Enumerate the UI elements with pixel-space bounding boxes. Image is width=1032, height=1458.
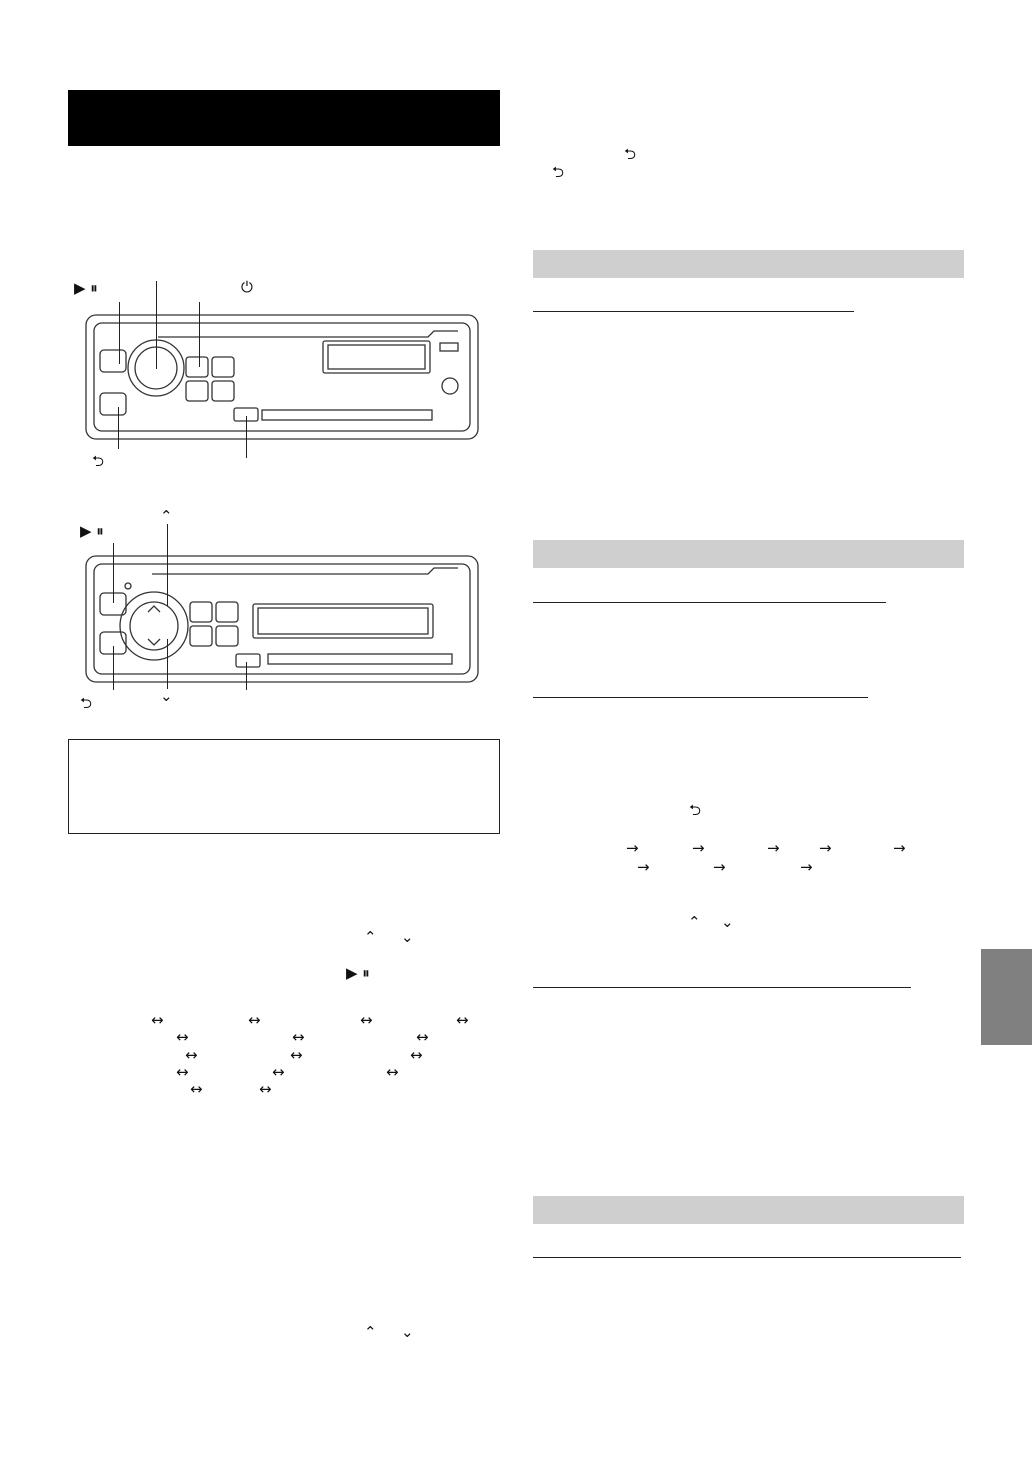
section-header-bar-1 xyxy=(533,250,964,278)
back-icon: ⮌ xyxy=(552,163,565,181)
up-chevron-icon: ⌃ xyxy=(364,928,377,946)
subheading-underline-3 xyxy=(533,697,868,698)
double-arrow-icon: ↔ xyxy=(259,1080,272,1098)
back-icon: ⮌ xyxy=(92,452,105,470)
right-arrow-icon: → xyxy=(692,839,705,857)
subheading-underline-2 xyxy=(533,602,886,603)
double-arrow-icon: ↔ xyxy=(185,1046,198,1064)
double-arrow-icon: ↔ xyxy=(416,1028,429,1046)
double-arrow-icon: ↔ xyxy=(248,1011,261,1029)
double-arrow-icon: ↔ xyxy=(410,1046,423,1064)
play-pause-icon: ▶ ⏸ xyxy=(80,522,104,540)
chapter-side-tab xyxy=(981,949,1032,1045)
right-arrow-icon: → xyxy=(637,858,650,876)
double-arrow-icon: ↔ xyxy=(151,1011,164,1029)
double-arrow-icon: ↔ xyxy=(190,1080,203,1098)
up-chevron-icon: ⌃ xyxy=(160,507,173,525)
back-icon: ⮌ xyxy=(624,145,637,163)
double-arrow-icon: ↔ xyxy=(292,1028,305,1046)
play-pause-icon: ▶ ⏸ xyxy=(74,279,98,297)
up-chevron-icon: ⌃ xyxy=(688,913,701,931)
subheading-underline-1 xyxy=(533,311,854,312)
double-arrow-icon: ↔ xyxy=(272,1063,285,1081)
back-icon: ⮌ xyxy=(80,694,93,712)
down-chevron-icon: ⌄ xyxy=(401,928,414,946)
double-arrow-icon: ↔ xyxy=(176,1028,189,1046)
note-box xyxy=(68,739,500,834)
up-chevron-icon: ⌃ xyxy=(364,1323,377,1341)
page-title-bar xyxy=(68,90,500,146)
play-pause-icon: ▶ ⏸ xyxy=(346,964,370,982)
power-icon: ⏻ xyxy=(241,278,253,296)
head-unit-illustration-2 xyxy=(85,555,479,683)
head-unit-illustration-1 xyxy=(85,314,479,440)
double-arrow-icon: ↔ xyxy=(360,1011,373,1029)
subheading-underline-5 xyxy=(533,1257,961,1258)
double-arrow-icon: ↔ xyxy=(176,1063,189,1081)
right-arrow-icon: → xyxy=(767,839,780,857)
unit-diagram-bottom: ▶ ⏸ ⌃ ⮌ ⌄ xyxy=(68,507,488,712)
down-chevron-icon: ⌄ xyxy=(721,913,734,931)
right-arrow-icon: → xyxy=(819,839,832,857)
double-arrow-icon: ↔ xyxy=(456,1011,469,1029)
right-arrow-icon: → xyxy=(713,858,726,876)
back-icon: ⮌ xyxy=(689,801,702,819)
subheading-underline-4 xyxy=(533,987,911,988)
right-arrow-icon: → xyxy=(800,858,813,876)
section-header-bar-2 xyxy=(533,540,964,568)
double-arrow-icon: ↔ xyxy=(386,1063,399,1081)
down-chevron-icon: ⌄ xyxy=(401,1323,414,1341)
double-arrow-icon: ↔ xyxy=(290,1046,303,1064)
unit-diagram-top: ▶ ⏸ ⏻ ⮌ xyxy=(68,275,488,475)
down-chevron-icon: ⌄ xyxy=(160,687,173,705)
section-header-bar-3 xyxy=(533,1196,964,1224)
right-arrow-icon: → xyxy=(626,839,639,857)
right-arrow-icon: → xyxy=(893,839,906,857)
